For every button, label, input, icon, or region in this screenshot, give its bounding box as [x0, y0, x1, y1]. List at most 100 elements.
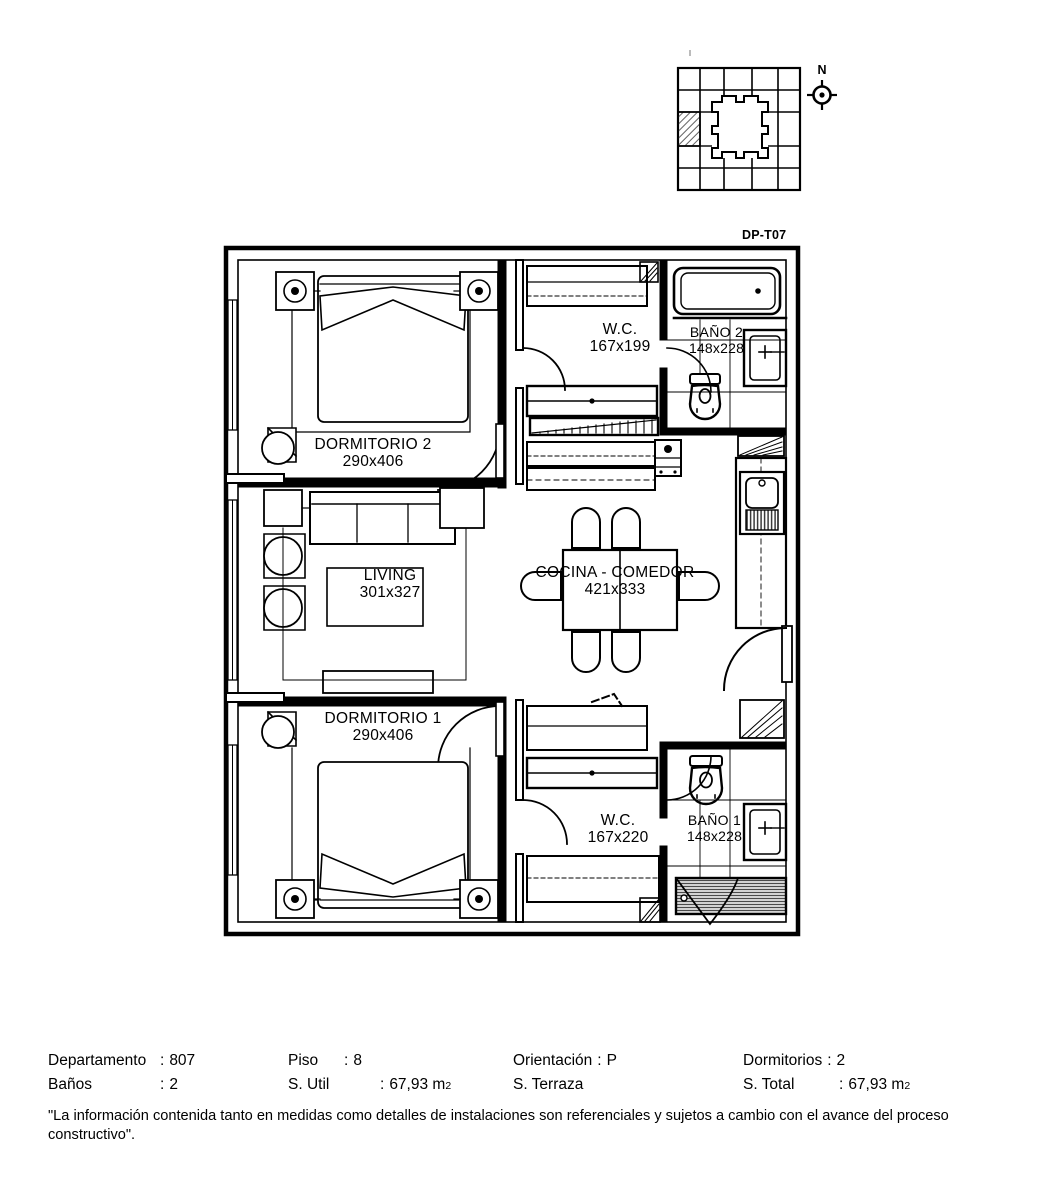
room-label-wc1: W.C. 167x220: [558, 812, 678, 847]
dining-chair: [611, 631, 641, 673]
room-label-wc2: W.C. 167x199: [560, 321, 680, 356]
room-name: DORMITORIO 2: [314, 436, 432, 453]
bano2-enclosure: [639, 259, 788, 436]
room-name: LIVING: [363, 567, 417, 584]
info-field-departamento: Departamento : 807: [48, 1052, 288, 1070]
toilet-icon: [688, 755, 724, 806]
info-field-banos: Baños : 2: [48, 1076, 288, 1094]
field-key: Baños: [48, 1076, 92, 1093]
room-dimensions: 167x220: [587, 829, 649, 847]
field-value: P: [606, 1052, 617, 1069]
dining-set: [520, 507, 720, 673]
toilet-icon: [688, 373, 722, 421]
field-value: 8: [353, 1052, 362, 1069]
room-label-cocina-comedor: COCINA - COMEDOR 421x333: [510, 564, 720, 599]
kitchen-sink-icon: [738, 470, 786, 536]
room-dimensions: 167x199: [589, 338, 651, 356]
door-wc2: [522, 347, 566, 391]
dormitorio1-furniture: [261, 710, 499, 919]
info-field-orientacion: Orientación : P: [513, 1052, 743, 1070]
room-dimensions: 421x333: [584, 581, 646, 599]
room-dimensions: 290x406: [352, 727, 414, 745]
dormitorio2-furniture: [261, 271, 499, 465]
kitchen-zone: [526, 435, 788, 630]
wc1-zone: [515, 692, 661, 923]
field-value: 2: [169, 1076, 178, 1093]
tv-console: [322, 670, 434, 694]
sheet-code-label: DP-T07: [742, 228, 787, 242]
field-separator: :: [597, 1052, 602, 1069]
shower-tray-icon: [674, 876, 788, 926]
north-letter: N: [817, 63, 826, 77]
field-separator: :: [827, 1052, 832, 1069]
field-value: 2: [836, 1052, 846, 1069]
round-chair-icon: [261, 426, 298, 465]
coffee-table: [326, 567, 424, 627]
info-field-superficie-terraza: S. Terraza: [513, 1076, 743, 1094]
dining-chair: [611, 507, 641, 549]
washbasin-icon: [742, 802, 788, 862]
room-dimensions: 148x228: [686, 827, 743, 844]
info-field-dormitorios: Dormitorios : 2: [743, 1052, 993, 1070]
dining-chair: [520, 571, 562, 601]
nightstand-right: [453, 879, 499, 919]
field-separator: :: [160, 1052, 165, 1069]
room-dimensions: 148x228: [688, 339, 745, 356]
room-name: BAÑO 1: [687, 812, 742, 828]
field-key: Piso: [288, 1052, 319, 1069]
room-dimensions: 301x327: [359, 584, 421, 602]
side-table-right: [439, 487, 485, 529]
room-label-dormitorio1: DORMITORIO 1 290x406: [268, 710, 498, 745]
field-key: Departamento: [48, 1052, 147, 1069]
room-label-living: LIVING 301x327: [325, 567, 455, 602]
room-name: W.C.: [600, 812, 636, 829]
sofa-icon: [309, 491, 456, 545]
field-key: S. Util: [288, 1076, 330, 1093]
bano1-enclosure: [659, 741, 788, 926]
washbasin-icon: [742, 328, 788, 388]
nightstand-right: [453, 271, 499, 311]
field-separator: :: [839, 1076, 844, 1093]
field-value: 807: [169, 1052, 196, 1069]
room-name: BAÑO 2: [689, 324, 744, 340]
dining-chair: [571, 507, 601, 549]
cooktop-icon: [654, 439, 682, 477]
window-openings: [227, 299, 238, 876]
living-furniture: [263, 487, 485, 694]
armchair-upper: [263, 533, 306, 579]
room-name: W.C.: [602, 321, 638, 338]
key-plan-highlighted-unit: [677, 111, 701, 147]
room-name: DORMITORIO 1: [324, 710, 442, 727]
unit-info-footer: Departamento : 807 Piso : 8 Orientación …: [48, 1052, 1008, 1094]
partition-central-vertical: [497, 259, 507, 923]
key-plan-block: N: [660, 50, 860, 210]
field-separator: :: [344, 1052, 349, 1069]
room-label-dormitorio2: DORMITORIO 2 290x406: [258, 436, 488, 471]
side-table-left: [263, 489, 303, 527]
dining-chair: [678, 571, 720, 601]
nightstand-left: [275, 271, 321, 311]
room-dimensions: 290x406: [342, 453, 404, 471]
nightstand-left: [275, 879, 321, 919]
legal-disclaimer: "La información contenida tanto en medid…: [48, 1108, 949, 1144]
field-value: 67,93 m: [389, 1076, 446, 1093]
partition-wc2-zone: [515, 259, 660, 485]
north-arrow-icon: [807, 80, 837, 110]
armchair-lower: [263, 585, 306, 631]
field-key: Dormitorios: [743, 1052, 823, 1069]
door-dorm1: [437, 701, 505, 769]
entry-door: [722, 625, 793, 692]
field-value: 67,93 m: [848, 1076, 905, 1093]
key-plan-svg: N: [676, 50, 837, 192]
dining-chair: [571, 631, 601, 673]
field-key: S. Total: [743, 1076, 795, 1093]
room-name: COCINA - COMEDOR: [535, 564, 695, 581]
bano1-corner-hatch: [739, 699, 785, 739]
round-chair-icon: [261, 710, 298, 749]
info-field-piso: Piso : 8: [288, 1052, 513, 1070]
room-label-bano2: BAÑO 2 148x228: [664, 324, 769, 356]
field-separator: :: [380, 1076, 385, 1093]
